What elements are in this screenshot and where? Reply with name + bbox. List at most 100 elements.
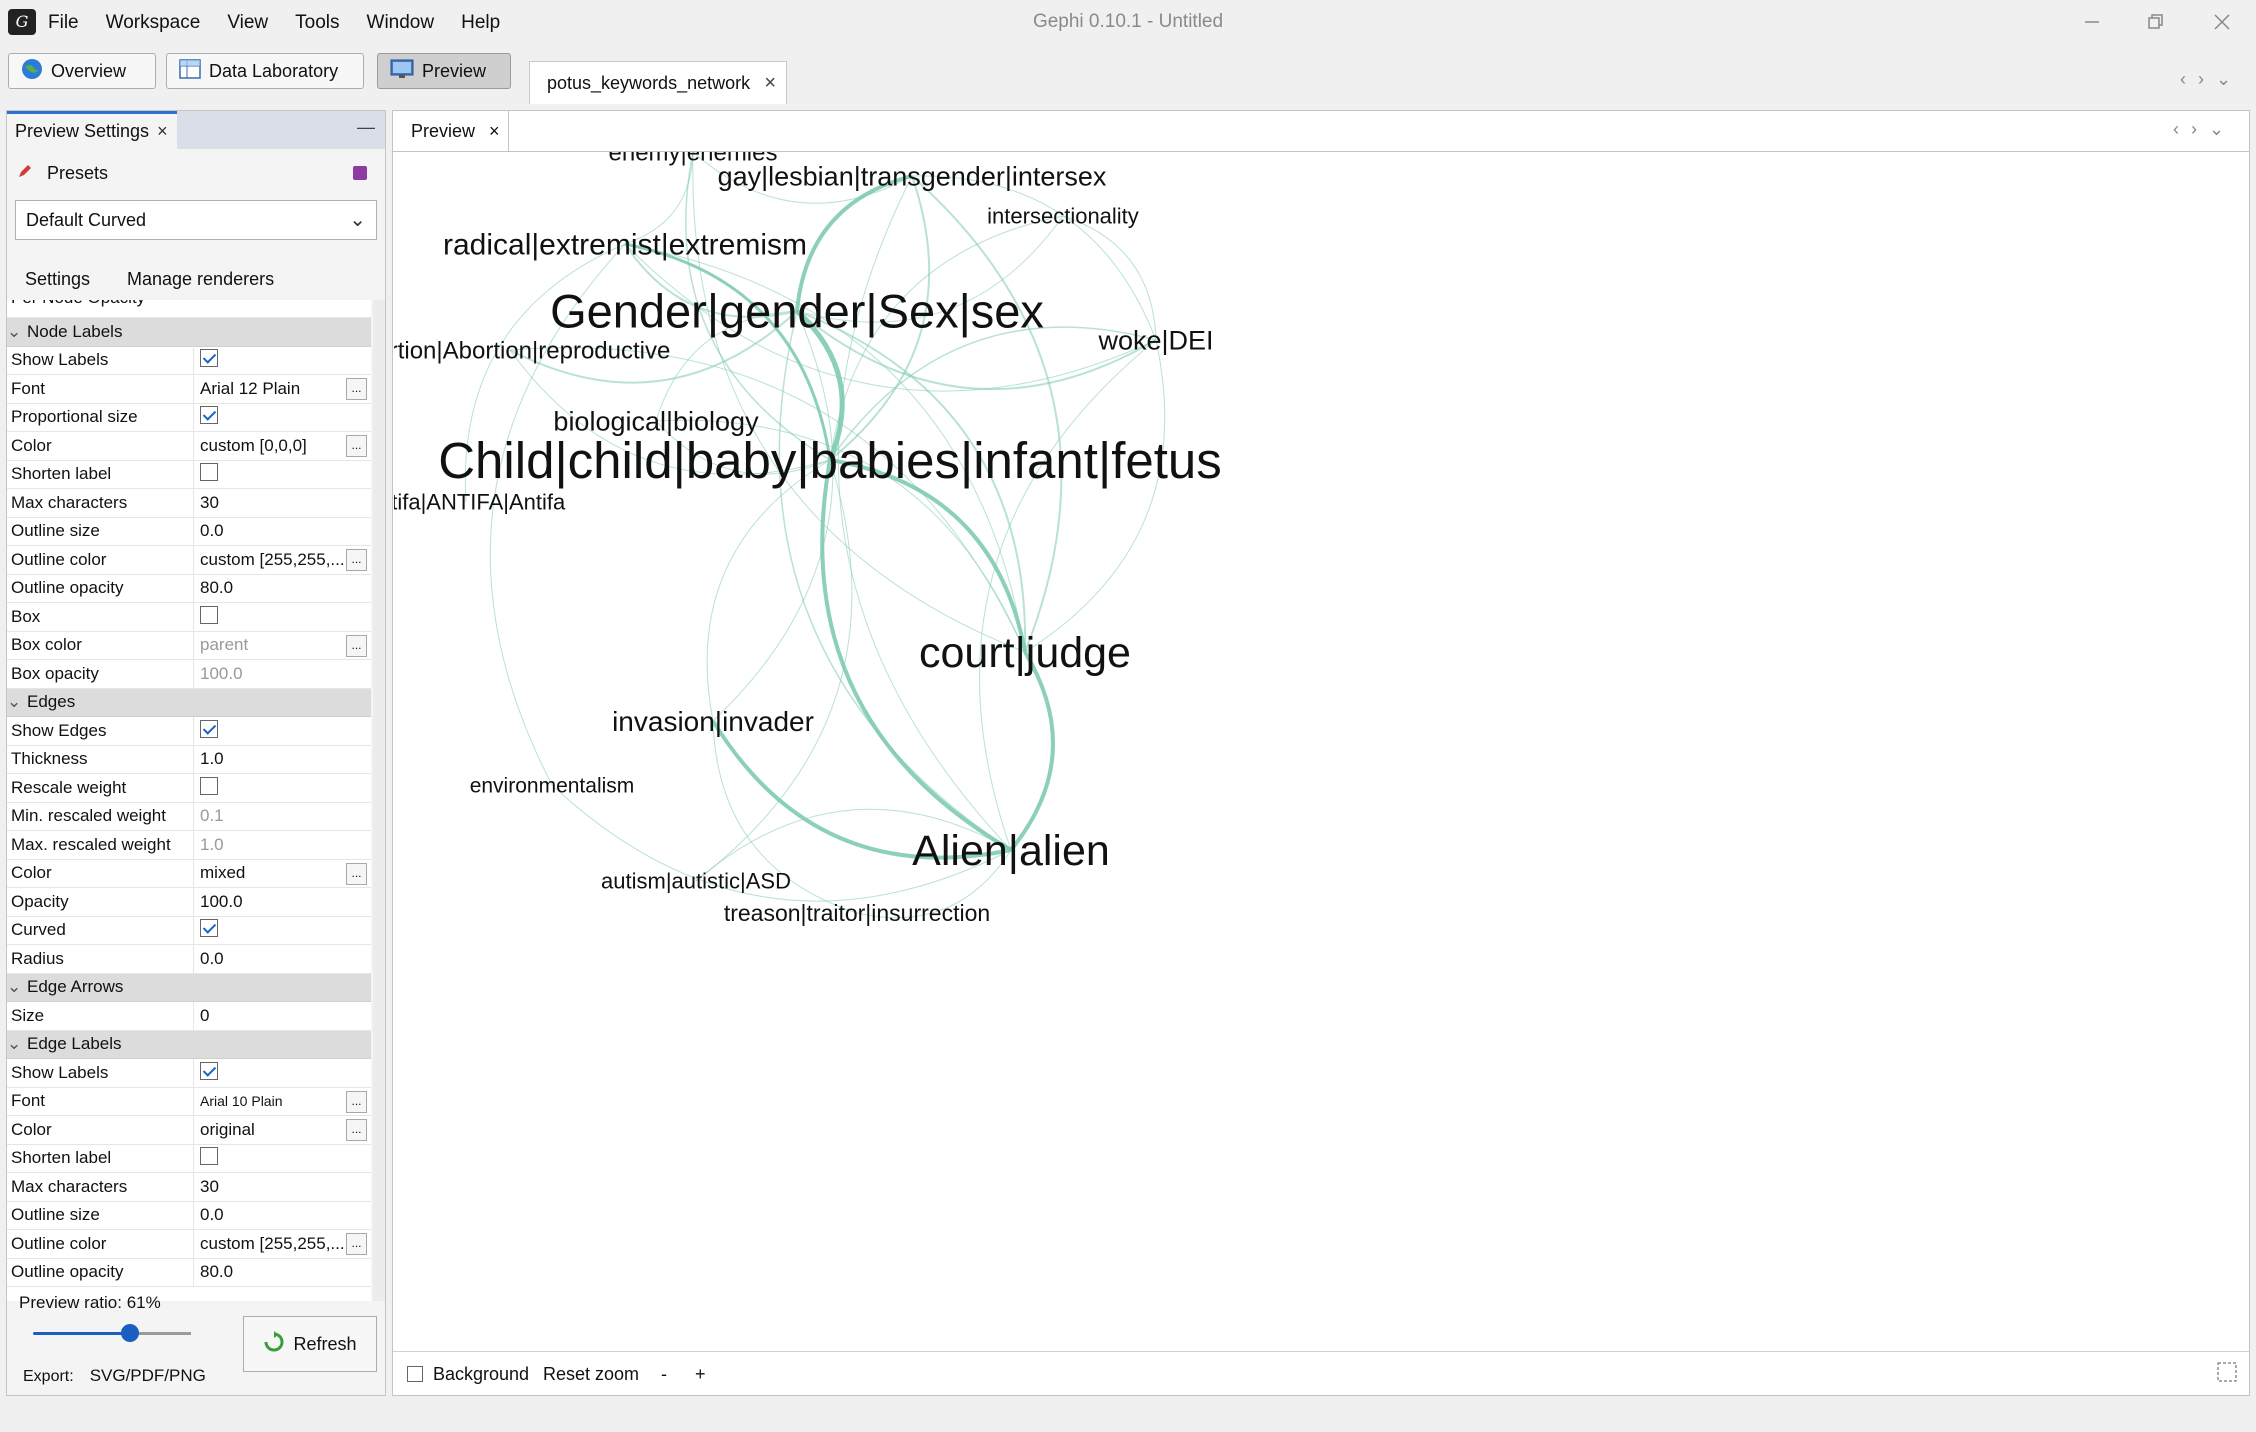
node-label-bio[interactable]: biological|biology (553, 406, 759, 436)
node-label-gender[interactable]: Gender|gender|Sex|sex (550, 284, 1044, 337)
checkbox-show-labels[interactable] (193, 1058, 353, 1087)
node-label-gay[interactable]: gay|lesbian|transgender|intersex (718, 161, 1107, 191)
document-tab[interactable]: potus_keywords_network × (529, 61, 787, 104)
chevron-right-icon[interactable]: › (2191, 119, 2197, 139)
value-thickness[interactable]: 1.0 (193, 745, 353, 774)
value-outline-color[interactable]: custom [255,255,... (193, 1229, 353, 1258)
value-box-opacity[interactable]: 100.0 (193, 659, 353, 688)
value-min-rescaled-weight[interactable]: 0.1 (193, 802, 353, 831)
checkbox-rescale-weight[interactable] (193, 773, 353, 802)
category-node-labels[interactable]: ⌄ Node Labels (7, 318, 371, 347)
checkbox-proportional-size[interactable] (193, 403, 353, 432)
value-radius[interactable]: 0.0 (193, 944, 353, 973)
chevron-down-icon[interactable]: ⌄ (7, 321, 22, 341)
minimize-panel-icon[interactable]: — (357, 117, 375, 137)
ellipsis-button[interactable]: ... (346, 1233, 367, 1255)
node-label-child[interactable]: Child|child|baby|babies|infant|fetus (438, 432, 1222, 489)
restore-icon[interactable] (2136, 6, 2176, 38)
chevron-down-icon[interactable]: ⌄ (2216, 69, 2232, 89)
checkbox-show-edges[interactable] (193, 716, 353, 745)
reset-zoom-button[interactable]: Reset zoom (543, 1364, 640, 1384)
zoom-out-button[interactable]: - (661, 1364, 667, 1384)
menu-workspace[interactable]: Workspace (105, 11, 201, 33)
value-outline-color[interactable]: custom [255,255,... (193, 545, 353, 574)
value-max-characters[interactable]: 30 (193, 1172, 353, 1201)
menu-view[interactable]: View (227, 11, 269, 33)
value-outline-opacity[interactable]: 80.0 (193, 1258, 353, 1287)
chevron-down-icon[interactable]: ⌄ (2209, 119, 2225, 139)
value-opacity[interactable]: 100.0 (193, 887, 353, 916)
preview-mode-button[interactable]: Preview (377, 53, 511, 89)
value-max-rescaled-weight[interactable]: 1.0 (193, 830, 353, 859)
preview-tab[interactable]: Preview × (393, 111, 509, 151)
chevron-left-icon[interactable]: ‹ (2180, 69, 2186, 89)
menu-tools[interactable]: Tools (295, 11, 340, 33)
value-outline-opacity[interactable]: 80.0 (193, 574, 353, 603)
menu-help[interactable]: Help (461, 11, 501, 33)
value-size[interactable]: 0 (193, 1001, 353, 1030)
ellipsis-button[interactable]: ... (346, 634, 367, 657)
chevron-down-icon[interactable]: ⌄ (7, 977, 22, 997)
category-edge-arrows[interactable]: ⌄ Edge Arrows (7, 973, 371, 1002)
ellipsis-button[interactable]: ... (346, 435, 367, 457)
tab-manage-renderers[interactable]: Manage renderers (127, 269, 275, 289)
close-tab-icon[interactable]: × (489, 120, 500, 141)
chevron-right-icon[interactable]: › (2198, 69, 2204, 89)
data-laboratory-button[interactable]: Data Laboratory (166, 53, 364, 89)
ellipsis-button[interactable]: ... (346, 862, 367, 885)
value-color[interactable]: mixed (193, 859, 353, 888)
checkbox-shorten-label[interactable] (193, 460, 353, 489)
node-label-woke[interactable]: woke|DEI (1097, 325, 1213, 355)
node-label-antifa[interactable]: antifa|ANTIFA|Antifa (394, 490, 566, 515)
node-label-enemy[interactable]: enemy|enemies (609, 152, 778, 166)
close-window-icon[interactable] (2202, 6, 2242, 38)
preview-settings-tab[interactable]: Preview Settings × (7, 111, 177, 149)
ellipsis-button[interactable]: ... (346, 549, 367, 571)
preset-dropdown[interactable]: Default Curved ⌄ (15, 200, 377, 240)
export-formats-button[interactable]: SVG/PDF/PNG (89, 1366, 206, 1385)
ellipsis-button[interactable]: ... (346, 378, 367, 400)
chevron-down-icon[interactable]: ⌄ (7, 1034, 22, 1054)
checkbox-curved[interactable] (193, 916, 353, 945)
node-label-autism[interactable]: autism|autistic|ASD (601, 869, 791, 894)
value-outline-size[interactable]: 0.0 (193, 517, 353, 546)
node-label-abortion[interactable]: abortion|Abortion|reproductive (394, 337, 670, 364)
overview-button[interactable]: Overview (8, 53, 156, 89)
value-font[interactable]: Arial 10 Plain (193, 1087, 353, 1116)
checkbox-shorten-label[interactable] (193, 1144, 353, 1173)
close-tab-icon[interactable]: × (157, 121, 168, 141)
node-label-treason[interactable]: treason|traitor|insurrection (724, 900, 990, 926)
node-label-radical[interactable]: radical|extremist|extremism (443, 229, 807, 262)
value-color[interactable]: custom [0,0,0] (193, 431, 353, 460)
value-max-characters[interactable]: 30 (193, 488, 353, 517)
node-label-alien[interactable]: Alien|alien (912, 827, 1110, 875)
value-outline-size[interactable]: 0.0 (193, 1201, 353, 1230)
menu-window[interactable]: Window (366, 11, 435, 33)
preview-ratio-slider[interactable] (33, 1332, 191, 1335)
node-label-env[interactable]: environmentalism (470, 774, 635, 797)
category-edge-labels[interactable]: ⌄ Edge Labels (7, 1030, 371, 1059)
checkbox-box[interactable] (193, 602, 353, 631)
node-label-invasion[interactable]: invasion|invader (612, 706, 814, 737)
minimize-icon[interactable] (2072, 6, 2112, 38)
chevron-down-icon[interactable]: ⌄ (7, 692, 22, 712)
network-graph[interactable]: enemy|enemiesgay|lesbian|transgender|int… (394, 152, 2250, 1350)
fullscreen-icon[interactable] (2217, 1362, 2237, 1387)
checkbox-show-labels[interactable] (193, 346, 353, 375)
property-scrollbar[interactable] (373, 300, 385, 1301)
node-label-intersec[interactable]: intersectionality (987, 204, 1139, 229)
ellipsis-button[interactable]: ... (346, 1090, 367, 1113)
close-tab-icon[interactable]: × (764, 72, 776, 94)
ellipsis-button[interactable]: ... (346, 1119, 367, 1141)
chevron-left-icon[interactable]: ‹ (2173, 119, 2179, 139)
value-box-color[interactable]: parent (193, 631, 353, 660)
category-edges[interactable]: ⌄ Edges (7, 688, 371, 717)
value-font[interactable]: Arial 12 Plain (193, 374, 353, 403)
value-color[interactable]: original (193, 1115, 353, 1144)
refresh-button[interactable]: Refresh (243, 1316, 377, 1372)
save-preset-icon[interactable] (353, 166, 367, 180)
zoom-in-button[interactable]: + (695, 1364, 706, 1384)
tab-settings[interactable]: Settings (25, 269, 91, 289)
preview-ratio-slider-thumb[interactable] (121, 1324, 139, 1342)
menu-file[interactable]: File (48, 11, 79, 33)
